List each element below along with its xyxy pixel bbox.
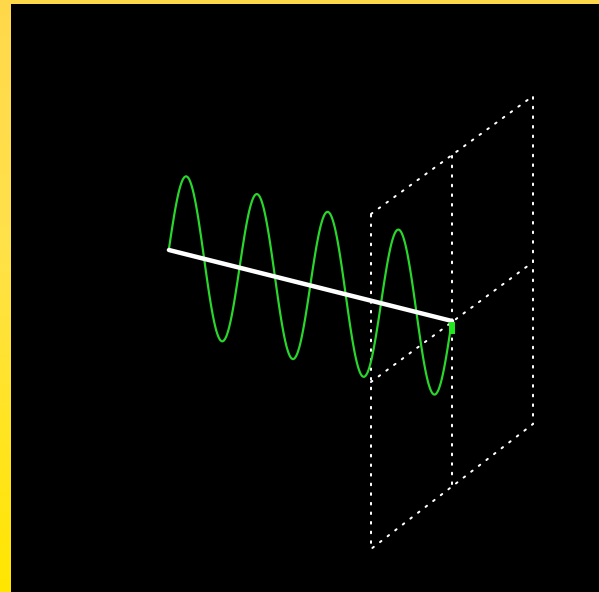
plane-outline <box>370 94 534 552</box>
wave-visualization-canvas[interactable] <box>11 4 599 592</box>
wave-scene-svg <box>166 94 534 552</box>
propagation-axis <box>166 247 455 324</box>
wave-endpoint-marker <box>449 322 455 334</box>
